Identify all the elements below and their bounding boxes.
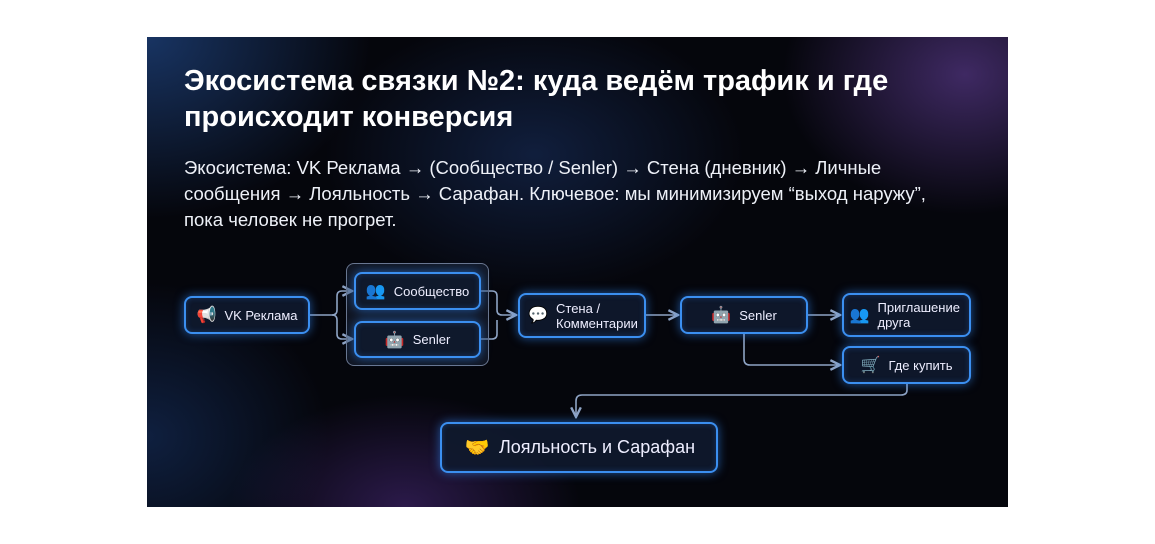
robot-icon: 🤖	[711, 307, 732, 324]
node-label: Где купить	[888, 357, 953, 373]
node-label: Сообщество	[393, 283, 470, 299]
users-icon: 👥	[849, 306, 870, 324]
node-vk-ads: 📢 VK Реклама	[184, 296, 310, 334]
node-label: Приглашение друга	[877, 300, 960, 330]
node-label: Лояльность и Сарафан	[498, 437, 696, 457]
node-loyalty: 🤝 Лояльность и Сарафан	[440, 422, 718, 473]
cart-icon: 🛒	[860, 357, 881, 374]
node-invite-friend: 👥 Приглашение друга	[842, 293, 971, 337]
handshake-icon: 🤝	[464, 437, 490, 459]
slide-title: Экосистема связки №2: куда ведём трафик …	[184, 65, 889, 133]
connectors	[310, 37, 908, 507]
slide: Экосистема связки №2: куда ведём трафик …	[147, 37, 1008, 507]
users-icon: 👥	[365, 283, 386, 300]
node-where-to-buy: 🛒 Где купить	[842, 346, 971, 384]
node-label: VK Реклама	[224, 307, 298, 323]
robot-icon: 🤖	[384, 331, 405, 349]
megaphone-icon: 📢	[196, 307, 217, 324]
node-senler-2: 🤖 Senler	[680, 296, 808, 334]
node-community: 👥 Сообщество	[354, 272, 481, 310]
node-label: Senler	[739, 307, 777, 323]
node-senler: 🤖 Senler	[354, 321, 481, 358]
node-label: Стена / Комментарии	[556, 300, 638, 331]
chat-bubbles-icon: 💬	[528, 307, 548, 324]
node-label: Senler	[412, 332, 451, 347]
slide-subtitle: Экосистема: VK Реклама → (Сообщество / S…	[184, 157, 926, 230]
node-wall: 💬 Стена / Комментарии	[518, 293, 646, 338]
